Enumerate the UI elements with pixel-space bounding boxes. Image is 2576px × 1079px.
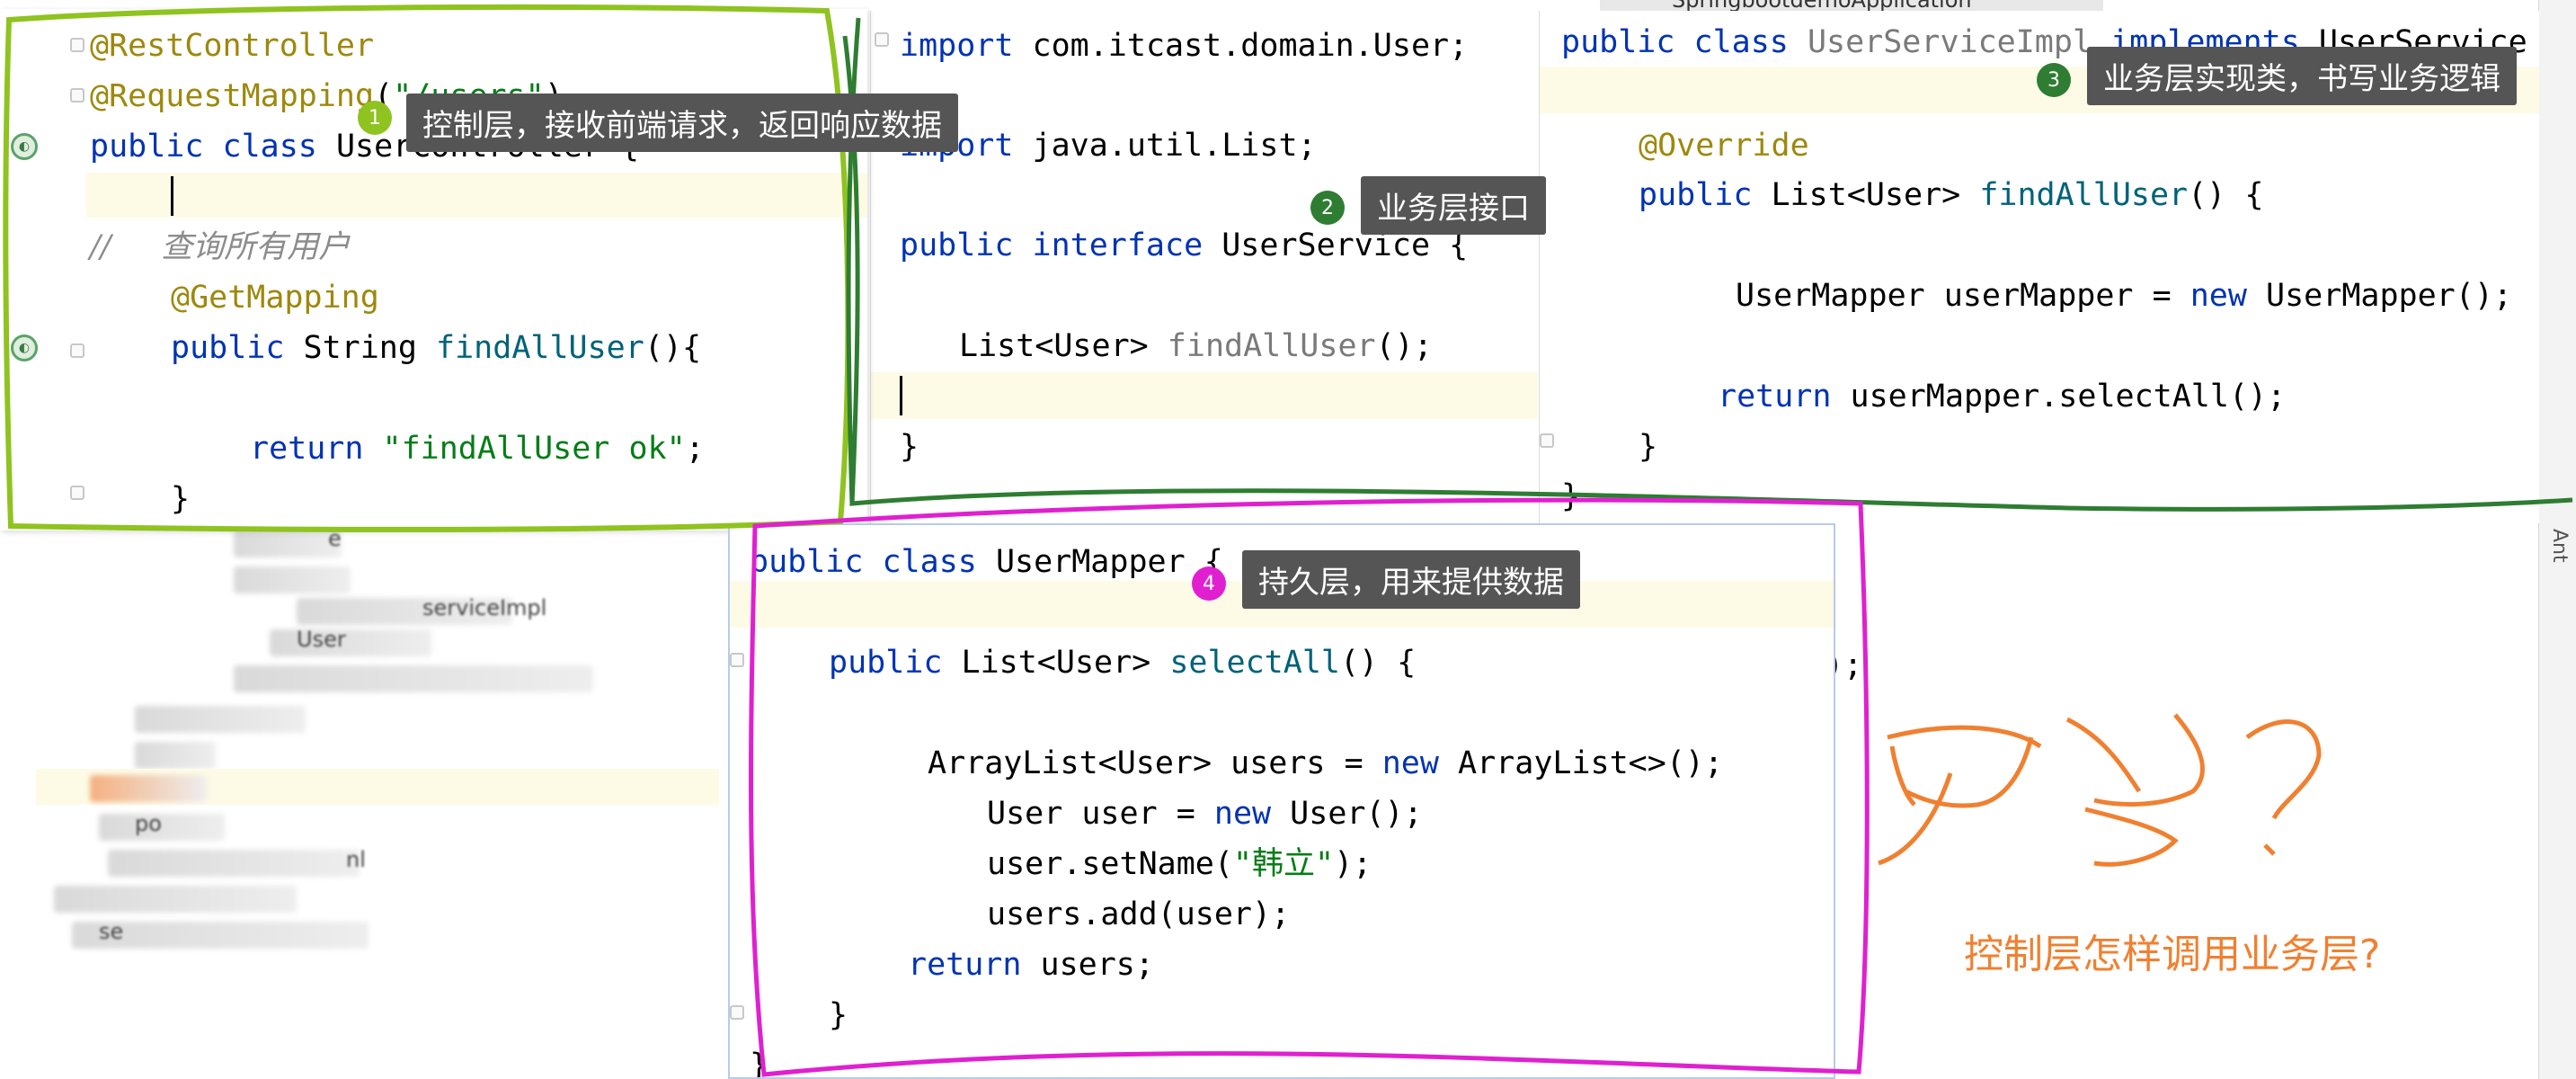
code-line[interactable]: public List<User> selectAll() {	[829, 645, 1417, 681]
tree-item-label: serviceImpl	[422, 595, 547, 620]
tree-row[interactable]	[72, 922, 369, 949]
code-line[interactable]: public class UserMapper {	[750, 544, 1223, 580]
tree-row[interactable]	[108, 850, 360, 877]
mapper-tooltip: 持久层，用来提供数据	[1242, 550, 1580, 609]
fold-marker[interactable]	[70, 343, 84, 358]
code-line[interactable]: }	[1639, 429, 1658, 465]
tree-item-label: nl	[346, 847, 366, 872]
spring-bean-icon[interactable]: ◐	[11, 133, 38, 160]
tree-row[interactable]	[270, 629, 431, 656]
tree-row[interactable]	[54, 886, 297, 913]
service-interface-tooltip: 业务层接口	[1361, 176, 1546, 235]
code-line[interactable]: ArrayList<User> users = new ArrayList<>(…	[928, 745, 1724, 781]
code-line[interactable]: public List<User> findAllUser() {	[1639, 177, 2264, 213]
tree-row[interactable]	[234, 566, 351, 593]
tree-item-label: e	[328, 526, 342, 551]
fold-marker[interactable]	[730, 1005, 744, 1020]
code-line[interactable]: return users;	[908, 947, 1154, 983]
code-line[interactable]: }	[750, 1048, 769, 1079]
code-line[interactable]: }	[900, 429, 919, 465]
step-badge: 2	[1310, 191, 1345, 225]
code-line[interactable]: user.setName("韩立");	[987, 846, 1372, 882]
fold-marker[interactable]	[70, 88, 84, 103]
fold-marker[interactable]	[1540, 433, 1554, 448]
project-tree: e serviceImpl User po nl se	[0, 522, 719, 1079]
fold-marker[interactable]	[875, 32, 889, 47]
code-line[interactable]: return "findAllUser ok";	[250, 431, 705, 467]
step-badge: 1	[358, 101, 392, 135]
tree-item-label: se	[99, 919, 124, 944]
fold-marker[interactable]	[70, 486, 84, 500]
code-line[interactable]: // 查询所有用户	[90, 229, 351, 265]
fold-marker[interactable]	[730, 653, 744, 667]
tree-row[interactable]	[99, 814, 225, 841]
tree-row[interactable]	[135, 706, 306, 733]
code-line[interactable]: User user = new User();	[987, 796, 1423, 832]
current-line-highlight	[0, 173, 867, 218]
handwritten-question: 控制层怎样调用业务层?	[1964, 932, 2381, 977]
code-line[interactable]: import java.util.List;	[900, 128, 1317, 164]
top-tab-label: SpringbootdemoApplication	[1672, 0, 1972, 13]
step-badge: 3	[2037, 63, 2071, 97]
code-line[interactable]: List<User> findAllUser();	[959, 328, 1433, 364]
top-tab[interactable]: SpringbootdemoApplication	[1600, 0, 2103, 13]
code-line[interactable]: import com.itcast.domain.User;	[900, 28, 1469, 64]
controller-pane: @RestController @RequestMapping("/users"…	[0, 9, 867, 531]
code-line[interactable]: users.add(user);	[987, 896, 1291, 932]
code-line[interactable]: @RestController	[90, 28, 375, 64]
tree-item-label: po	[135, 811, 162, 836]
tree-row[interactable]	[234, 665, 593, 692]
code-line[interactable]: @Override	[1639, 128, 1809, 164]
controller-tooltip: 控制层，接收前端请求，返回响应数据	[406, 94, 958, 152]
code-line[interactable]: return userMapper.selectAll();	[1718, 379, 2287, 415]
step-badge: 4	[1192, 566, 1226, 601]
code-line[interactable]: UserMapper userMapper = new UserMapper()…	[1736, 278, 2512, 314]
service-interface-pane: import com.itcast.domain.User; import ja…	[870, 11, 1538, 523]
tree-row[interactable]	[135, 742, 216, 769]
service-impl-tooltip: 业务层实现类，书写业务逻辑	[2087, 47, 2517, 105]
tree-row[interactable]	[234, 531, 342, 557]
code-line[interactable]: }	[171, 481, 191, 517]
tree-row[interactable]	[90, 775, 207, 802]
code-line[interactable]: }	[1561, 478, 1581, 514]
code-line[interactable]: @GetMapping	[171, 280, 379, 316]
text-caret	[171, 176, 173, 216]
current-line-highlight	[871, 372, 1538, 419]
text-caret	[900, 376, 902, 415]
ant-tool-label[interactable]: Ant	[2548, 529, 2571, 563]
code-line[interactable]: }	[829, 997, 848, 1033]
tree-item-label: User	[297, 627, 346, 652]
gutter	[0, 9, 86, 531]
fold-marker[interactable]	[70, 38, 84, 52]
tree-row[interactable]	[297, 598, 512, 625]
code-line[interactable]: public String findAllUser(){	[171, 330, 702, 366]
request-mapping-icon[interactable]: ◐	[11, 334, 38, 361]
